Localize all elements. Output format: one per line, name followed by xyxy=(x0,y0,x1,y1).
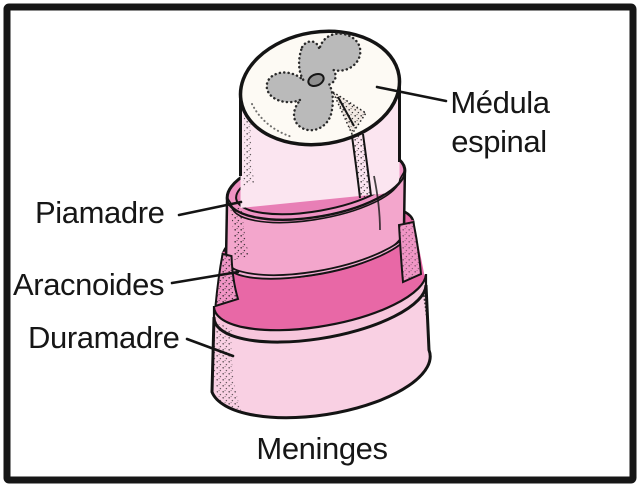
label-meninges: Meninges xyxy=(256,431,387,466)
label-piamadre: Piamadre xyxy=(35,195,164,230)
label-duramadre: Duramadre xyxy=(28,320,179,355)
label-medula-line1: Médula xyxy=(450,85,550,120)
aracnoides-front xyxy=(214,220,423,308)
fissure-groove-stipple xyxy=(352,134,371,198)
pia-rim-band xyxy=(226,167,406,224)
label-aracnoides: Aracnoides xyxy=(13,267,164,302)
label-medula-line2: espinal xyxy=(451,124,546,159)
leader-line-duramadre xyxy=(185,337,235,358)
leader-line-medula xyxy=(375,85,448,103)
central-canal xyxy=(307,73,325,87)
pia-crease xyxy=(373,175,381,231)
leader-line-piamadre xyxy=(177,200,243,217)
cord-stipple-left xyxy=(243,98,254,186)
medula-espinal xyxy=(238,29,402,208)
dura-stipple-left xyxy=(213,322,242,413)
arachnoid-wall-right-stipple xyxy=(399,222,421,282)
fissure-groove-right xyxy=(362,133,372,197)
dura-face xyxy=(210,284,432,420)
dura-dotted-edge xyxy=(423,295,430,351)
pia-stipple-left xyxy=(230,206,249,260)
frame-border xyxy=(3,3,637,484)
leader-lines xyxy=(170,85,448,358)
leader-line-aracnoides xyxy=(170,270,240,285)
duramadre-layer xyxy=(210,284,432,420)
cord-top-texture xyxy=(251,103,293,138)
fissure-crack xyxy=(337,96,355,127)
arachnoid-wall-left-stipple xyxy=(215,254,238,306)
labels: Médula espinal Piamadre Aracnoides Duram… xyxy=(13,85,551,466)
